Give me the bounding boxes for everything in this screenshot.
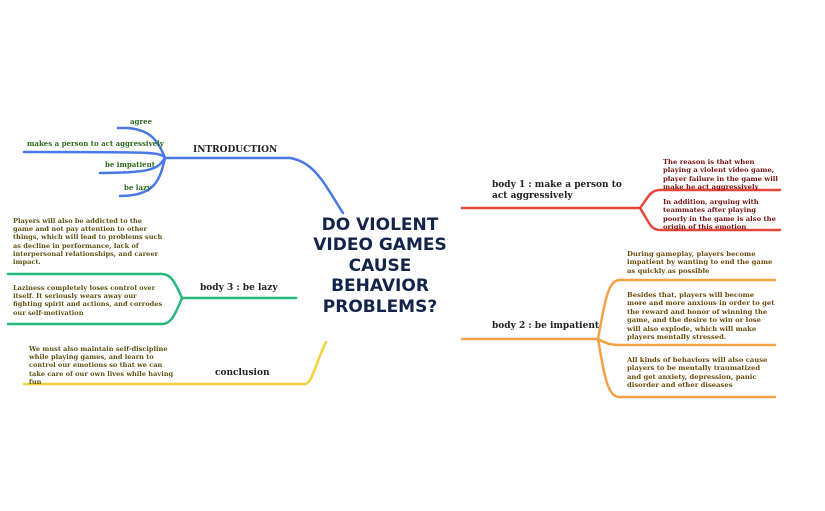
body2-item-2[interactable]: Besides that, players will become more a…	[627, 291, 775, 342]
body3-item-2[interactable]: Laziness completely loses control over i…	[13, 284, 163, 317]
conclusion-label[interactable]: conclusion	[215, 368, 270, 378]
body2-label[interactable]: body 2 : be impatient	[492, 321, 600, 331]
intro-item-impatient[interactable]: be impatient	[105, 160, 155, 169]
intro-item-agree[interactable]: agree	[130, 117, 153, 126]
intro-item-lazy[interactable]: be lazy	[124, 183, 152, 192]
intro-leaf-branch-agree	[116, 126, 167, 160]
intro-leaf-branch-lazy	[118, 156, 167, 198]
body3-leaf-branch-2	[6, 296, 184, 326]
body1-leaf-branch-1	[638, 188, 782, 210]
intro-leaf-branch-aggressive	[22, 150, 167, 160]
body2-leaf-branch-2	[596, 337, 777, 347]
central-topic[interactable]: DO VIOLENT VIDEO GAMES CAUSE BEHAVIOR PR…	[313, 215, 447, 317]
body1-item-2[interactable]: In addition, arguing with teammates afte…	[663, 198, 776, 232]
conclusion-item-1[interactable]: We must also maintain self-discipline wh…	[29, 345, 174, 386]
body3-label[interactable]: body 3 : be lazy	[200, 283, 278, 293]
body1-leaf-branch-2	[638, 206, 782, 232]
body3-leaf-branch-1	[6, 272, 184, 300]
intro-item-aggressive[interactable]: makes a person to act aggressively	[27, 139, 164, 148]
body3-item-1[interactable]: Players will also be addicted to the gam…	[13, 217, 163, 267]
intro-main-branch	[163, 156, 345, 215]
body2-item-1[interactable]: During gameplay, players become impatien…	[627, 250, 773, 275]
body1-label[interactable]: body 1 : make a person to act aggressive…	[492, 180, 622, 202]
body2-leaf-branch-1	[596, 278, 777, 341]
body2-leaf-branch-3	[596, 337, 777, 399]
body2-item-3[interactable]: All kinds of behaviors will also cause p…	[627, 356, 768, 390]
conclusion-main-branch	[183, 340, 328, 386]
introduction-label[interactable]: INTRODUCTION	[193, 145, 278, 155]
body1-item-1[interactable]: The reason is that when playing a violen…	[663, 158, 778, 192]
